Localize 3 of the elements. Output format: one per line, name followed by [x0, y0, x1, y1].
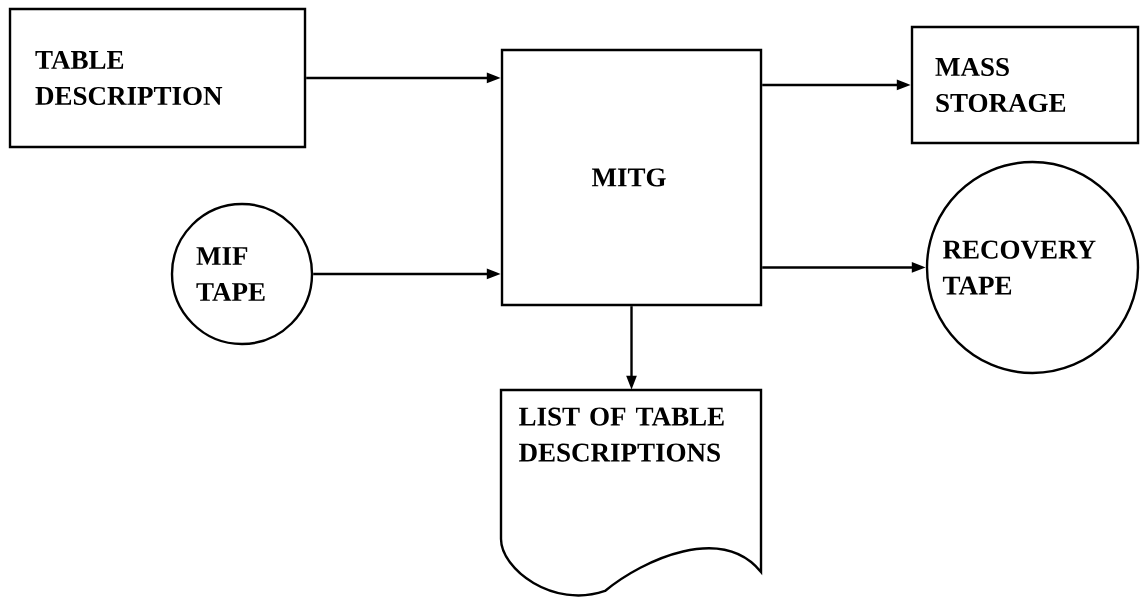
process-box: MASS STORAGE — [910, 25, 1140, 145]
process-box: MITG — [500, 48, 763, 307]
process-box: TABLE DESCRIPTION — [8, 7, 307, 149]
